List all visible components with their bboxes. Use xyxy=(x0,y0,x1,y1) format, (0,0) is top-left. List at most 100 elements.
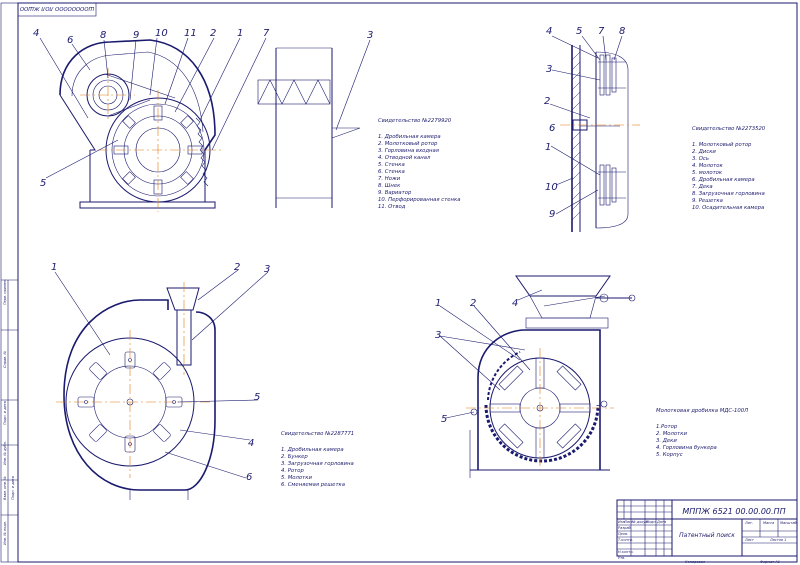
svg-text:Взам. инв. №: Взам. инв. № xyxy=(3,476,7,500)
svg-text:Т.контр.: Т.контр. xyxy=(618,538,633,542)
svg-text:8. Шнек: 8. Шнек xyxy=(378,183,401,189)
view4-caption: Молотковая дробилка МДС-100Л 1.Ротор 2. … xyxy=(656,408,748,458)
svg-text:7. Дека: 7. Дека xyxy=(692,184,713,190)
svg-text:6: 6 xyxy=(246,472,252,483)
svg-text:5. молоток: 5. молоток xyxy=(692,170,723,176)
svg-text:3. Горловина входная: 3. Горловина входная xyxy=(378,148,440,154)
svg-text:2: 2 xyxy=(210,28,216,39)
svg-text:Масса: Масса xyxy=(763,521,774,525)
svg-text:3: 3 xyxy=(546,64,552,75)
svg-text:3: 3 xyxy=(435,330,441,341)
view2-drawing: 4 5 7 8 3 2 6 1 10 9 xyxy=(544,26,640,232)
svg-text:9. Решетка: 9. Решетка xyxy=(692,198,723,204)
svg-text:1. Молотковый ротор: 1. Молотковый ротор xyxy=(692,142,752,148)
svg-text:9. Вариатор: 9. Вариатор xyxy=(378,190,412,196)
svg-text:9: 9 xyxy=(133,30,139,41)
svg-text:Молотковая дробилка МДС-100Л: Молотковая дробилка МДС-100Л xyxy=(656,408,748,414)
svg-text:5. Молотки: 5. Молотки xyxy=(281,475,312,481)
svg-text:2: 2 xyxy=(234,262,240,273)
svg-text:1.Ротор: 1.Ротор xyxy=(656,424,678,430)
svg-text:6. Стенка: 6. Стенка xyxy=(378,169,405,175)
svg-text:5. Стенка: 5. Стенка xyxy=(378,162,405,168)
view3-drawing: 1 2 3 5 4 6 xyxy=(51,262,270,500)
document-name: Патентный поиск xyxy=(679,532,735,539)
svg-text:2. Диски: 2. Диски xyxy=(692,149,716,155)
svg-text:3. Загрузочная горловина: 3. Загрузочная горловина xyxy=(281,461,354,467)
svg-text:Утв.: Утв. xyxy=(618,556,625,560)
svg-text:7. Ножи: 7. Ножи xyxy=(378,176,401,182)
svg-text:4: 4 xyxy=(512,298,518,309)
side-stamps: Перв. примен. Справ. № Подп. и дата Инв.… xyxy=(1,279,18,562)
svg-text:1. Дробильная камера: 1. Дробильная камера xyxy=(378,134,441,140)
svg-text:Инв. № дубл.: Инв. № дубл. xyxy=(3,441,7,465)
svg-text:3: 3 xyxy=(367,30,373,41)
svg-text:11: 11 xyxy=(184,28,197,39)
svg-text:Масштаб: Масштаб xyxy=(780,521,797,525)
svg-text:Свидетельство №2273520: Свидетельство №2273520 xyxy=(692,126,766,132)
svg-text:Пров.: Пров. xyxy=(618,532,628,536)
view3-caption: Свидетельство №2287771 1. Дробильная кам… xyxy=(281,431,354,488)
view2-caption: Свидетельство №2273520 1. Молотковый рот… xyxy=(692,126,766,211)
svg-text:Лит.: Лит. xyxy=(744,521,753,525)
view4-drawing: 1 2 4 3 5 xyxy=(435,275,636,478)
svg-text:1. Дробильная камера: 1. Дробильная камера xyxy=(281,447,344,453)
svg-text:Разраб.: Разраб. xyxy=(618,526,632,530)
svg-text:4. Молоток: 4. Молоток xyxy=(692,163,724,169)
svg-text:2. Молотки: 2. Молотки xyxy=(656,431,687,437)
svg-text:6. Дробильная камера: 6. Дробильная камера xyxy=(692,177,755,183)
svg-text:Подп. и дата: Подп. и дата xyxy=(11,476,15,500)
svg-text:6. Сменяемая решетка: 6. Сменяемая решетка xyxy=(281,482,345,488)
svg-text:5: 5 xyxy=(40,178,46,189)
bottom-strip: Копировал Формат А1 xyxy=(685,560,780,564)
svg-text:3. Ось: 3. Ось xyxy=(692,156,709,162)
svg-text:1: 1 xyxy=(237,28,243,39)
svg-text:4: 4 xyxy=(33,28,39,39)
svg-text:2: 2 xyxy=(470,298,476,309)
svg-text:8: 8 xyxy=(619,26,625,37)
svg-text:5: 5 xyxy=(576,26,582,37)
svg-text:Листов 1: Листов 1 xyxy=(769,538,786,542)
svg-text:4: 4 xyxy=(546,26,552,37)
svg-text:7: 7 xyxy=(263,28,270,39)
svg-text:Н.контр.: Н.контр. xyxy=(618,550,634,554)
svg-text:Копировал: Копировал xyxy=(685,560,706,564)
svg-text:2. Бункер: 2. Бункер xyxy=(281,454,308,460)
svg-text:Свидетельство №2279920: Свидетельство №2279920 xyxy=(378,118,452,124)
binding-strip xyxy=(0,2,19,563)
svg-text:3: 3 xyxy=(264,264,270,275)
view1-drawing: 4 6 8 9 10 11 2 1 7 3 5 xyxy=(33,28,373,212)
svg-text:10. Осадительная камера: 10. Осадительная камера xyxy=(692,205,764,211)
svg-text:Лист: Лист xyxy=(623,520,634,524)
svg-text:Подп.: Подп. xyxy=(646,520,657,524)
svg-text:Инв. № подл.: Инв. № подл. xyxy=(3,521,7,545)
svg-text:Свидетельство №2287771: Свидетельство №2287771 xyxy=(281,431,354,437)
top-stamp: ШОООООООО ЛОЛ ЖШОО xyxy=(17,2,97,17)
svg-text:1: 1 xyxy=(435,298,441,309)
svg-text:Справ. №: Справ. № xyxy=(3,351,7,368)
svg-text:4. Ротор: 4. Ротор xyxy=(281,468,304,474)
svg-text:1: 1 xyxy=(545,142,551,153)
svg-text:10. Перфорированная стенка: 10. Перфорированная стенка xyxy=(378,197,460,203)
svg-text:3. Деки: 3. Деки xyxy=(656,438,677,444)
svg-text:2: 2 xyxy=(544,96,550,107)
svg-text:8. Загрузочная горловина: 8. Загрузочная горловина xyxy=(692,191,765,197)
document-designation: МППЖ 6521 00.00.00.ПП xyxy=(682,507,785,516)
svg-text:1: 1 xyxy=(51,262,57,273)
svg-text:№ докум.: № докум. xyxy=(631,520,649,524)
svg-text:Подп. и дата: Подп. и дата xyxy=(3,401,7,425)
svg-text:4. Горловина бункера: 4. Горловина бункера xyxy=(656,445,717,451)
svg-text:5: 5 xyxy=(441,414,447,425)
svg-text:4: 4 xyxy=(248,438,254,449)
svg-text:ШОООООООО ЛОЛ ЖШОО: ШОООООООО ЛОЛ ЖШОО xyxy=(20,5,94,11)
svg-text:2. Молотковый ротор: 2. Молотковый ротор xyxy=(378,141,438,147)
view1-side-elevation xyxy=(257,47,361,208)
svg-text:5. Корпус: 5. Корпус xyxy=(656,452,683,458)
title-block: Изм Лист № докум. Подп. Дата Разраб. Про… xyxy=(616,499,798,560)
svg-text:Формат А1: Формат А1 xyxy=(760,560,780,564)
svg-text:6: 6 xyxy=(549,123,555,134)
svg-text:5: 5 xyxy=(254,392,260,403)
svg-text:10: 10 xyxy=(545,182,558,193)
svg-text:11. Отвод: 11. Отвод xyxy=(378,204,406,210)
svg-text:10: 10 xyxy=(155,28,168,39)
svg-text:Лист: Лист xyxy=(744,538,755,542)
